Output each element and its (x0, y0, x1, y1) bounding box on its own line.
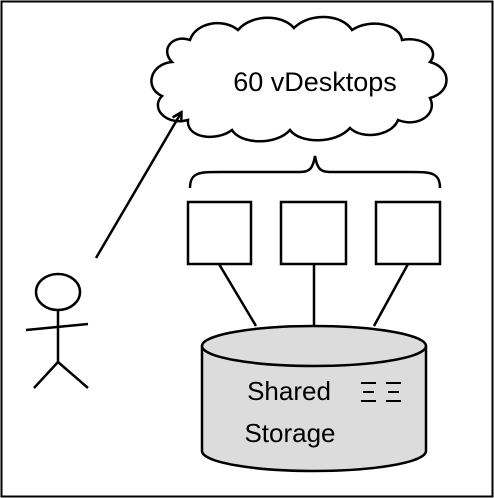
host-3-storage-link (372, 263, 410, 327)
shared-storage-cylinder: Shared Storage (200, 324, 428, 473)
stick-figure-user-icon (25, 272, 89, 389)
host-box-1 (186, 200, 253, 266)
cloud-label: 60 vDesktops (233, 67, 397, 97)
host-1-storage-link (217, 263, 258, 327)
storage-label-line1: Shared (247, 376, 331, 406)
user-access-arrow (94, 113, 181, 259)
vdesktops-cloud: 60 vDesktops (150, 15, 448, 143)
storage-label-line2: Storage (244, 418, 335, 448)
host-box-3 (374, 200, 442, 266)
host-box-2 (279, 200, 348, 266)
disk-stack-icon (361, 382, 401, 402)
host-group-brace (188, 155, 442, 189)
